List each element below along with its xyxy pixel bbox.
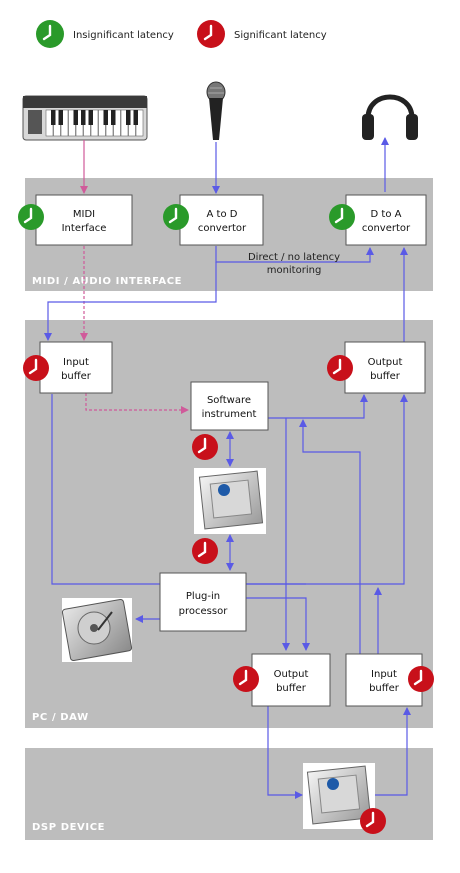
legend-insignificant-label: Insignificant latency bbox=[73, 30, 174, 41]
section-dsp-label: DSP DEVICE bbox=[32, 822, 105, 833]
input-buffer-line1: Input bbox=[63, 357, 89, 368]
output-buffer-top-line2: buffer bbox=[370, 371, 401, 382]
monitoring-label: Direct / no latency monitoring bbox=[248, 252, 340, 276]
legend-significant-label: Significant latency bbox=[234, 30, 327, 41]
d-to-a-line1: D to A bbox=[371, 209, 402, 220]
a-to-d-line2: convertor bbox=[198, 223, 247, 234]
software-instrument-red-clock-icon bbox=[192, 434, 218, 460]
output-buffer-top-line1: Output bbox=[368, 357, 403, 368]
d-to-a-line2: convertor bbox=[362, 223, 411, 234]
red-clock-icon bbox=[197, 20, 225, 48]
legend-insignificant: Insignificant latency bbox=[36, 20, 174, 48]
microphone-icon bbox=[206, 81, 226, 140]
a-to-d-convertor-box: A to D convertor bbox=[179, 194, 264, 246]
input-buffer-bottom-line1: Input bbox=[371, 669, 397, 680]
output-buffer-top-red-clock-icon bbox=[327, 355, 353, 381]
section-pc-label: PC / DAW bbox=[32, 712, 89, 723]
dsp-chip-icon bbox=[303, 763, 375, 829]
monitoring-label-line1: Direct / no latency bbox=[248, 252, 340, 263]
green-clock-icon bbox=[36, 20, 64, 48]
output-buffer-bottom-line2: buffer bbox=[276, 683, 307, 694]
plugin-processor-line1: Plug-in bbox=[186, 591, 220, 602]
a-to-d-green-clock-icon bbox=[163, 204, 189, 230]
input-buffer-bottom-red-clock-icon bbox=[408, 666, 434, 692]
midi-interface-box: MIDI Interface bbox=[35, 194, 133, 246]
plugin-processor-line2: processor bbox=[179, 606, 229, 617]
output-buffer-bottom-line1: Output bbox=[274, 669, 309, 680]
midi-interface-line2: Interface bbox=[62, 223, 107, 234]
input-buffer-line2: buffer bbox=[61, 371, 92, 382]
midi-interface-green-clock-icon bbox=[18, 204, 44, 230]
legend-significant: Significant latency bbox=[197, 20, 327, 48]
d-to-a-convertor-box: D to A convertor bbox=[345, 194, 427, 246]
output-buffer-bottom-box: Output buffer bbox=[251, 653, 331, 707]
monitoring-label-line2: monitoring bbox=[267, 265, 322, 276]
input-buffer-bottom-line2: buffer bbox=[369, 683, 400, 694]
latency-indicators bbox=[18, 204, 434, 834]
connections bbox=[44, 137, 411, 799]
section-interface-label: MIDI / AUDIO INTERFACE bbox=[32, 276, 182, 287]
cpu-chip-icon bbox=[194, 468, 266, 534]
software-instrument-line1: Software bbox=[207, 395, 251, 406]
midi-keyboard-icon bbox=[22, 95, 148, 141]
hard-drive-icon bbox=[61, 598, 133, 662]
d-to-a-green-clock-icon bbox=[329, 204, 355, 230]
output-buffer-bottom-red-clock-icon bbox=[233, 666, 259, 692]
a-to-d-line1: A to D bbox=[207, 209, 238, 220]
input-buffer-box: Input buffer bbox=[39, 341, 113, 394]
plugin-processor-box: Plug-in processor bbox=[159, 572, 247, 632]
headphones-icon bbox=[362, 94, 418, 140]
input-buffer-red-clock-icon bbox=[23, 355, 49, 381]
software-instrument-box: Software instrument bbox=[190, 381, 269, 431]
midi-interface-line1: MIDI bbox=[73, 209, 95, 220]
dsp-red-clock-icon bbox=[360, 808, 386, 834]
cpu-red-clock-icon bbox=[192, 538, 218, 564]
output-buffer-top-box: Output buffer bbox=[344, 341, 426, 394]
software-instrument-line2: instrument bbox=[202, 409, 257, 420]
